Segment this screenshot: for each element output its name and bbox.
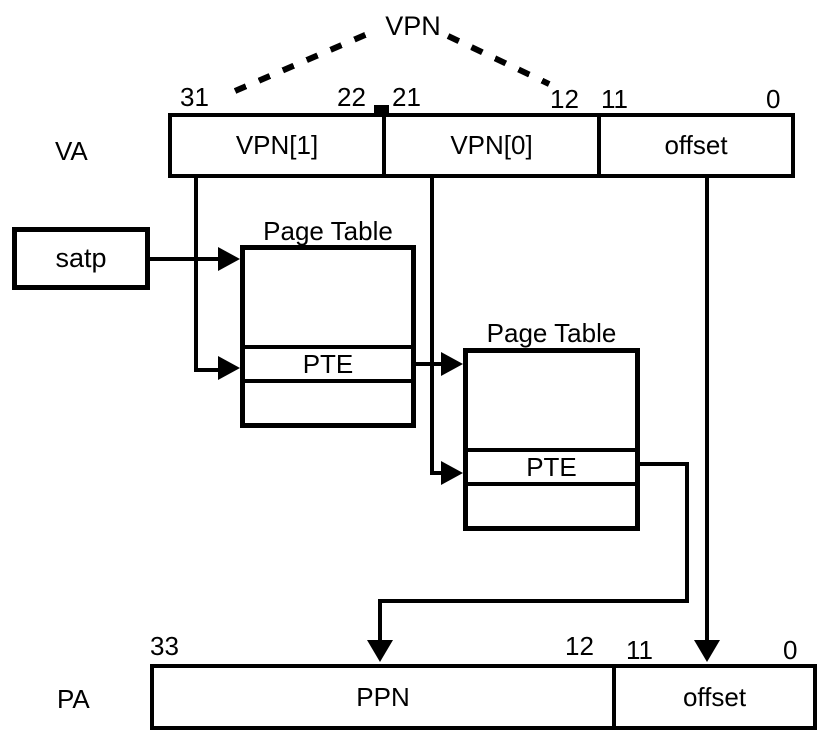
va-field-vpn1: VPN[1]: [235, 130, 319, 160]
pa-register: PPN offset: [150, 664, 817, 730]
va-bit-31: 31: [180, 82, 209, 112]
pa-bit-12: 12: [565, 631, 594, 661]
level1-row-bottom: [245, 383, 411, 423]
pa-bit-33: 33: [150, 631, 179, 661]
level1-page-table: PTE: [240, 245, 416, 428]
level1-pte-row: PTE: [245, 345, 411, 383]
vpn0-index-line-v: [430, 178, 434, 474]
va-bit-11: 11: [601, 84, 628, 114]
pa-label: PA: [57, 684, 90, 714]
ppn-arrowhead-icon: [367, 640, 393, 662]
level1-pte-label: PTE: [302, 348, 354, 379]
level1-table-title: Page Table: [263, 216, 393, 246]
level0-pte-label: PTE: [526, 451, 577, 482]
satp-arrow-line: [150, 257, 222, 261]
pa-field-ppn: PPN: [356, 681, 410, 712]
pte2-out-line-h2: [378, 599, 689, 603]
pa-bit-0: 0: [783, 635, 798, 665]
va-bit-22: 22: [337, 82, 366, 112]
vpn0-arrowhead-icon: [441, 461, 463, 485]
pte2-out-line-v1: [685, 462, 689, 603]
level0-page-table: PTE: [463, 348, 640, 531]
level0-row-bottom: [468, 486, 635, 526]
pte1-arrowhead-icon: [441, 352, 463, 376]
pa-field-offset: offset: [612, 668, 813, 726]
level0-pte-row: PTE: [468, 448, 635, 486]
level0-row-top: [468, 353, 635, 448]
satp-arrowhead-icon: [218, 247, 240, 271]
offset-arrowhead-icon: [694, 640, 720, 662]
pa-bit-11: 11: [626, 635, 653, 665]
level0-table-title: Page Table: [486, 318, 617, 348]
vpn1-index-line-h: [194, 368, 222, 372]
vpn1-index-line-v: [194, 178, 198, 372]
vpn-brace-label: VPN: [385, 11, 441, 41]
level1-row-top: [245, 250, 411, 345]
vpn0-index-line-h: [430, 471, 446, 475]
va-label: VA: [55, 136, 88, 166]
va-field-vpn0: VPN[0]: [382, 117, 597, 174]
satp-label: satp: [55, 243, 107, 273]
va-field-offset: offset: [597, 117, 791, 174]
va-bit-21: 21: [392, 82, 421, 112]
pte2-out-line-h1: [640, 462, 689, 466]
va-bit-12: 12: [550, 84, 579, 114]
va-bit-0: 0: [766, 84, 781, 114]
vpn-brace-dash-right: [446, 33, 551, 87]
va-register: VPN[1] VPN[0] offset: [168, 113, 795, 178]
pte2-out-line-v2: [378, 599, 382, 642]
vpn1-arrowhead-icon: [218, 356, 240, 380]
satp-register: satp: [12, 227, 150, 290]
offset-passthrough-line: [705, 178, 709, 642]
